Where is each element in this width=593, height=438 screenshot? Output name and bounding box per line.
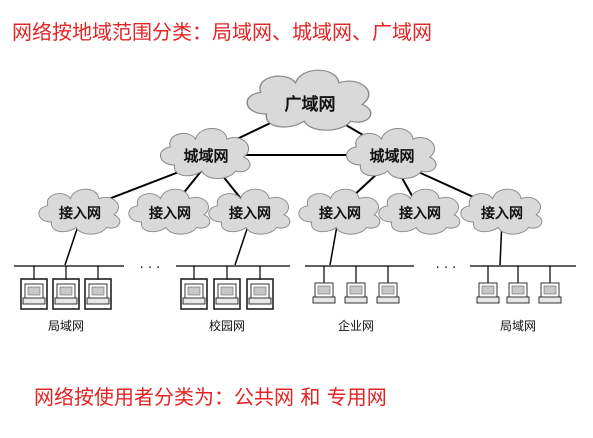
- lan-label: 局域网: [500, 319, 536, 333]
- man-left-label: 城域网: [183, 147, 228, 165]
- computer-icon: [181, 279, 207, 309]
- access-label: 接入网: [399, 205, 441, 222]
- ellipsis: · · ·: [140, 261, 161, 276]
- wan-label: 广域网: [285, 94, 336, 115]
- lan-label: 局域网: [48, 319, 84, 333]
- computer-icon: [214, 279, 240, 309]
- computer-icon: [344, 282, 368, 304]
- computer-icon: [312, 282, 336, 304]
- computer-icon: [506, 282, 530, 304]
- computer-icon: [247, 279, 273, 309]
- lan-4-computers: [476, 282, 562, 304]
- lan-buses: [14, 265, 576, 284]
- access-label: 接入网: [319, 205, 361, 222]
- computer-icon: [21, 279, 47, 309]
- man-right-label: 城域网: [369, 147, 414, 165]
- computer-icon: [376, 282, 400, 304]
- lan-3-computers: [312, 282, 400, 304]
- access-label: 接入网: [481, 205, 523, 222]
- lan-1-computers: [21, 279, 111, 309]
- enterprise-network-label: 企业网: [338, 318, 374, 333]
- computer-icon: [538, 282, 562, 304]
- access-label: 接入网: [229, 205, 271, 222]
- access-label: 接入网: [149, 205, 191, 222]
- campus-network-label: 校园网: [209, 318, 245, 333]
- computer-icon: [85, 279, 111, 309]
- access-label: 接入网: [59, 205, 101, 222]
- range-classification-heading: 网络按地域范围分类：局域网、城域网、广域网: [12, 20, 432, 44]
- link-lines: [64, 103, 503, 266]
- user-classification-heading: 网络按使用者分类为：公共网 和 专用网: [34, 385, 387, 409]
- computer-icon: [476, 282, 500, 304]
- computer-icon: [53, 279, 79, 309]
- lan-2-computers: [181, 279, 273, 309]
- ellipsis: · · ·: [436, 261, 457, 276]
